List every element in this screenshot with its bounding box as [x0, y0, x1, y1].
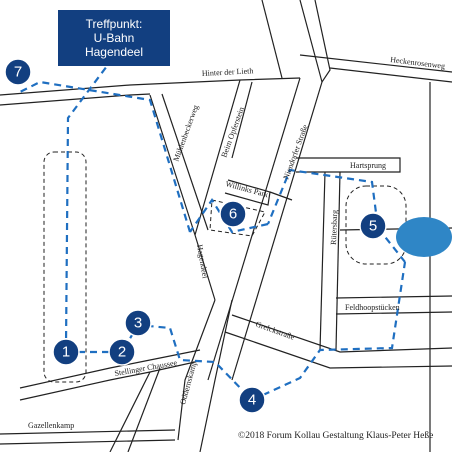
street-ruetersbarg-edge — [335, 171, 341, 351]
stop-number: 6 — [229, 206, 237, 223]
street-gazellenkamp — [0, 429, 176, 435]
street-willinks-park-edge — [269, 191, 293, 201]
label-grelckstrasse: Grelckstraße — [254, 319, 296, 342]
meeting-point-line3: Hagendeel — [84, 45, 144, 59]
label-beim-opferstein: Beim Opferstein — [219, 106, 246, 159]
stop-marker-3[interactable]: 3 — [124, 309, 152, 337]
street-beim-opferstein-edge — [231, 81, 253, 159]
label-oddernskamp: Oddernskamp — [178, 360, 198, 406]
route-start-link — [64, 57, 114, 346]
street-hinter-der-lieth-edge — [0, 93, 151, 106]
street-ruetersbarg — [319, 171, 326, 351]
street-oddernskamp-edge — [127, 367, 161, 452]
street-oddernskamp — [109, 371, 151, 452]
stop-marker-5[interactable]: 5 — [359, 212, 387, 240]
street-stellinger-chaussee-edge — [19, 361, 196, 401]
street-feldhoopstuecken — [335, 295, 452, 299]
stop-marker-4[interactable]: 4 — [238, 386, 266, 414]
copyright-notice: ©2018 Forum Kollau Gestaltung Klaus-Pete… — [238, 431, 434, 441]
label-gazellenkamp: Gazellenkamp — [28, 421, 74, 430]
street-hinter-der-lieth — [0, 77, 301, 96]
street-hagendeel — [177, 299, 216, 441]
street-top-vertical — [299, 0, 331, 84]
stop-marker-1[interactable]: 1 — [52, 338, 80, 366]
stop-number: 7 — [14, 64, 22, 81]
street-top-left-diagonal — [261, 0, 283, 79]
street-grelckstrasse — [231, 314, 452, 353]
route-6-west — [189, 197, 269, 234]
route-muehlenbecker — [19, 80, 192, 233]
stop-number: 2 — [118, 344, 126, 361]
label-ruetersbarg: Rütersbarg — [329, 210, 339, 245]
street-heckenrosenweg-edge — [329, 67, 452, 83]
stop-number: 3 — [134, 315, 142, 332]
street-stellinger-chaussee — [19, 349, 201, 389]
stop-number: 4 — [248, 392, 256, 409]
stop-marker-7[interactable]: 7 — [4, 58, 32, 86]
zone-willinks-park — [209, 199, 266, 237]
street-muehlenbeckerweg-edge — [161, 93, 209, 231]
street-feldhoopstuecken-edge — [335, 311, 452, 315]
meeting-point-line2: U-Bahn — [93, 31, 135, 45]
street-beim-opferstein — [194, 79, 241, 236]
street-hartsprung — [296, 157, 401, 173]
label-willinks-park: Willinks Park — [224, 179, 269, 199]
street-heckenrosenweg — [299, 54, 452, 73]
street-niendorfer-strasse — [207, 77, 301, 381]
route-4-east — [251, 261, 407, 401]
meeting-point-box: Treffpunkt: U-Bahn Hagendeel — [58, 10, 170, 66]
stop-number: 1 — [62, 344, 70, 361]
walking-route — [19, 57, 407, 401]
stop-marker-6[interactable]: 6 — [219, 200, 247, 228]
street-hagendeel-edge — [199, 299, 233, 452]
label-hagendeel: Hagendeel — [195, 244, 210, 280]
label-feldhoopstuecken: Feldhoopstücken — [345, 303, 400, 312]
label-hinter-der-lieth: Hinter der Lieth — [202, 66, 254, 78]
stop-number: 5 — [369, 218, 377, 235]
street-niendorfer-strasse-edge — [231, 81, 323, 381]
street-grelckstrasse-edge — [224, 331, 452, 369]
meeting-point-line1: Treffpunkt: — [85, 17, 143, 31]
street-willinks-park — [224, 179, 271, 206]
zone-park-strip — [43, 151, 87, 383]
route-5-north — [266, 168, 406, 263]
stop-marker-2[interactable]: 2 — [108, 338, 136, 366]
street-gazellenkamp-edge — [0, 439, 176, 445]
pond — [396, 217, 452, 257]
label-hartsprung: Hartsprung — [350, 161, 386, 170]
